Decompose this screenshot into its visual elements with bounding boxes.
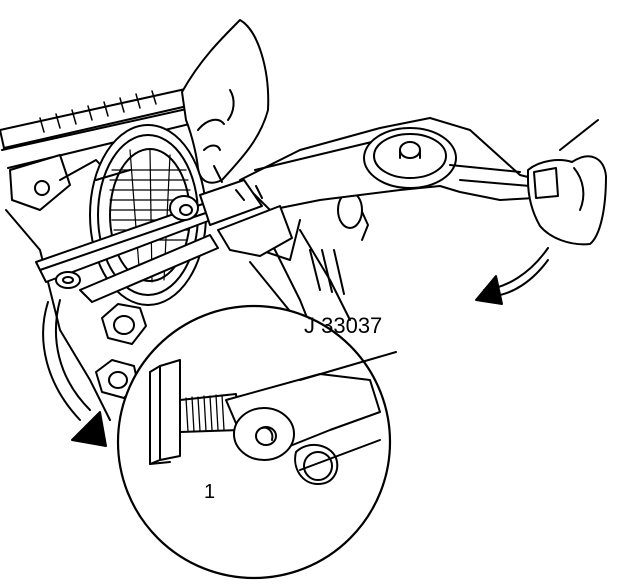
lever-tool <box>239 117 541 211</box>
strap-tool <box>35 179 293 303</box>
detail-inset <box>116 304 397 580</box>
bolts <box>95 303 147 399</box>
hand-right <box>527 119 607 246</box>
hand-upper <box>181 19 270 184</box>
rotation-arrow-left <box>42 299 107 447</box>
engine-housing <box>0 87 369 421</box>
tool-label: J 33037 <box>304 313 383 338</box>
rotation-arrow-right <box>475 247 549 305</box>
item-number-label: 1 <box>204 481 216 503</box>
